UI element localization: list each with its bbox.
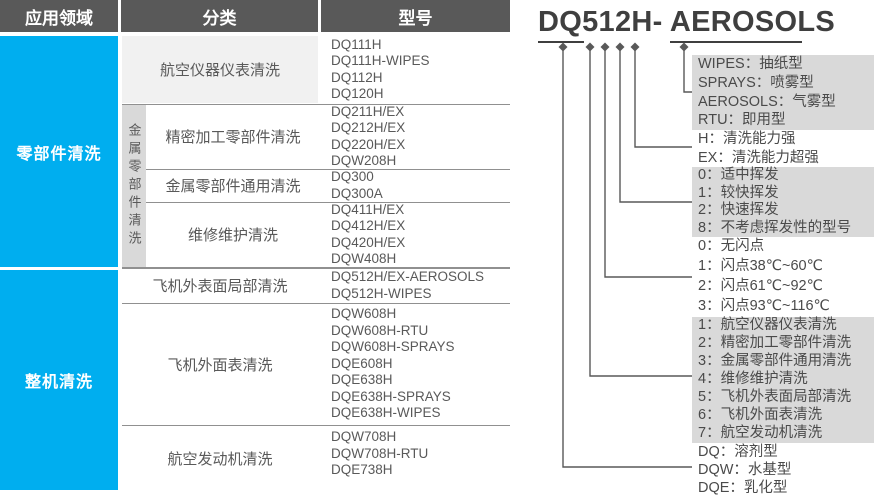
header-category: 分类 [121,0,318,32]
row-divider [146,168,510,171]
title-underline [670,41,802,44]
area-cell-parts-cleaning: 零部件清洗 [0,36,118,267]
category-cell: 航空仪器仪表清洗 [122,36,318,103]
category-cell: 飞机外表面局部清洗 [152,278,288,295]
naming-example-title: DQ512H- AEROSOLS [538,6,836,38]
category-cell: 金属零部件通用清洗 [165,178,301,195]
category-cell: 精密加工零部件清洗 [165,129,301,146]
area-cell-whole-aircraft-cleaning: 整机清洗 [0,270,118,490]
model-list: DQW708H DQW708H-RTU DQE738H [331,429,429,478]
model-list: DQ111H DQ111H-WIPES DQ112H DQ120H [331,36,430,102]
model-list: DQW608H DQW608H-RTU DQW608H-SPRAYS DQE60… [331,306,455,421]
legend-block-volatility: 0：适中挥发 1：较快挥发 2：快速挥发 8：不考虑挥发性的型号 [692,167,874,237]
row-divider [122,424,510,427]
diamond-markers [558,42,689,52]
header-model: 型号 [321,0,510,32]
row-divider [122,267,510,269]
legend-block-base-types: DQ：溶剂型 DQW：水基型 DQE：乳化型 [698,444,792,496]
legend-block-cleaning-power: H：清洗能力强 EX：清洗能力超强 [698,131,819,166]
category-cell: 飞机外面表清洗 [167,356,273,374]
row-divider [146,201,510,203]
model-list: DQ300 DQ300A [331,169,383,201]
subgroup-cell-metal-parts: 金属零部件清洗 [122,105,146,267]
category-cell: 维修维护清洗 [187,227,278,244]
header-application-area: 应用领域 [0,0,118,32]
row-divider [122,103,510,105]
model-list: DQ512H/EX-AEROSOLS DQ512H-WIPES [331,269,485,301]
legend-block-flash-point: 0：无闪点 1：闪点38℃~60℃ 2：闪点61℃~92℃ 3：闪点93℃~11… [698,238,830,314]
title-underline [538,41,584,44]
model-list: DQ211H/EX DQ212H/EX DQ220H/EX DQW208H [331,103,406,169]
row-divider [122,302,510,304]
model-list: DQ411H/EX DQ412H/EX DQ420H/EX DQW408H [331,201,406,267]
legend-block-suffix-types: WIPES：抽纸型 SPRAYS：喷雾型 AEROSOLS：气雾型 RTU：即用… [692,55,874,130]
category-cell: 航空发动机清洗 [167,450,273,468]
legend-block-application-codes: 1：航空仪器仪表清洗 2：精密加工零部件清洗 3：金属零部件通用清洗 4：维修维… [692,317,874,443]
